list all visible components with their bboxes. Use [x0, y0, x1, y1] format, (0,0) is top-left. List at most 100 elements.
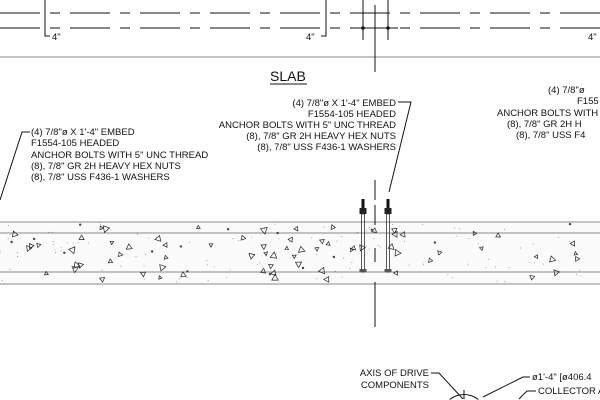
dimension-label: 4"	[52, 32, 61, 43]
aggregate-dot	[377, 245, 379, 246]
note-line: F155	[577, 96, 599, 107]
aggregate-hatch	[330, 224, 336, 230]
note-line: ANCHOR BOLTS WITH 5	[497, 108, 600, 119]
aggregate-dot	[77, 242, 79, 244]
aggregate-hatch	[399, 231, 406, 238]
aggregate-dot	[423, 263, 424, 265]
aggregate-hatch	[259, 267, 267, 274]
aggregate-dot	[206, 264, 208, 266]
note-line: (4) 7/8"ø X 1'-4" EMBED	[292, 98, 396, 109]
aggregate-dot	[143, 278, 145, 280]
aggregate-hatch	[314, 246, 320, 252]
anchor-bolt	[384, 199, 392, 273]
aggregate-hatch	[529, 274, 536, 281]
aggregate-dot	[485, 267, 487, 268]
aggregate-dot	[477, 243, 479, 245]
aggregate-dot	[30, 244, 31, 245]
aggregate-hatch	[125, 243, 133, 250]
note-line: ANCHOR BOLTS WITH 5" UNC THREAD	[219, 120, 396, 131]
aggregate-hatch	[569, 240, 575, 247]
aggregate-hatch	[478, 246, 484, 252]
drive-circle	[449, 394, 479, 400]
aggregate-dot	[8, 225, 9, 226]
aggregate-hatch	[575, 256, 581, 262]
aggregate-dot	[366, 230, 367, 232]
aggregate-dot	[1, 280, 3, 282]
aggregate-dot	[341, 236, 342, 237]
aggregate-hatch	[73, 261, 81, 269]
aggregate-dot	[323, 226, 325, 228]
aggregate-dot	[379, 246, 381, 248]
aggregate-dot	[275, 273, 277, 275]
aggregate-hatch	[180, 271, 187, 278]
aggregate-dot	[408, 264, 410, 266]
aggregate-dot	[534, 262, 535, 264]
aggregate-hatch	[109, 240, 115, 246]
aggregate-dot	[520, 247, 521, 249]
aggregate-dot	[316, 278, 318, 280]
aggregate-dot	[576, 274, 577, 276]
aggregate-dot	[311, 237, 313, 239]
aggregate-dot	[101, 269, 103, 271]
collector-label: COLLECTOR A	[538, 386, 600, 397]
aggregate-hatch	[36, 242, 42, 249]
aggregate-hatch	[162, 242, 168, 248]
section-title: SLAB	[270, 68, 306, 84]
aggregate-hatch	[323, 275, 330, 283]
aggregate-hatch	[263, 251, 269, 257]
note-line: F1554-105 HEADED	[308, 109, 396, 120]
aggregate-dot	[73, 246, 75, 248]
aggregate-hatch	[391, 230, 398, 238]
aggregate-dot	[264, 228, 266, 230]
aggregate-hatch	[472, 230, 478, 237]
aggregate-hatch	[67, 246, 76, 255]
aggregate-dot	[276, 231, 279, 235]
aggregate-hatch	[549, 255, 557, 263]
aggregate-dot	[433, 241, 437, 244]
aggregate-dot	[579, 269, 580, 271]
aggregate-dot	[226, 228, 230, 231]
aggregate-hatch	[284, 245, 290, 250]
aggregate-dot	[294, 229, 296, 230]
aggregate-dot	[455, 235, 457, 237]
aggregate-dot	[373, 238, 374, 239]
aggregate-dot	[87, 242, 89, 244]
aggregate-hatch	[158, 275, 163, 280]
top-plan-view: 4" 4" 4"	[0, 0, 600, 72]
aggregate-dot	[504, 229, 505, 230]
aggregate-dot	[186, 270, 189, 273]
aggregate-dot	[214, 266, 215, 268]
aggregate-dot	[467, 263, 469, 265]
aggregate-dot	[274, 223, 276, 225]
aggregate-dot	[186, 277, 188, 278]
aggregate-dot	[32, 237, 36, 241]
aggregate-hatch	[371, 227, 378, 233]
aggregate-dot	[495, 266, 497, 268]
note-line: (8), 7/8" USS F436-1 WASHERS	[257, 142, 396, 153]
aggregate-hatch	[259, 227, 268, 235]
aggregate-dot	[351, 261, 353, 263]
aggregate-hatch	[428, 257, 434, 264]
aggregate-hatch	[287, 236, 293, 243]
aggregate-dot	[229, 269, 231, 271]
diameter-callout: ø1'-4" [ø406.4	[482, 372, 592, 398]
aggregate-hatch	[291, 254, 297, 260]
aggregate-dot	[60, 247, 62, 249]
aggregate-hatch	[394, 248, 402, 257]
aggregate-dot	[268, 272, 272, 276]
aggregate-dot	[179, 245, 183, 248]
aggregate-dot	[404, 240, 405, 242]
aggregate-dot	[145, 253, 147, 255]
aggregate-dot	[332, 255, 336, 259]
aggregate-dot	[150, 250, 154, 253]
aggregate-dot	[238, 240, 240, 241]
aggregate-hatch	[495, 232, 502, 238]
aggregate-hatch	[269, 269, 277, 277]
aggregate-hatch	[159, 264, 167, 272]
aggregate-hatch	[533, 254, 538, 260]
dimension-label: 4"	[588, 32, 597, 43]
aggregate-dot	[278, 238, 280, 240]
aggregate-dot	[336, 240, 338, 242]
aggregate-dot	[301, 266, 305, 270]
aggregate-hatch	[392, 270, 398, 276]
